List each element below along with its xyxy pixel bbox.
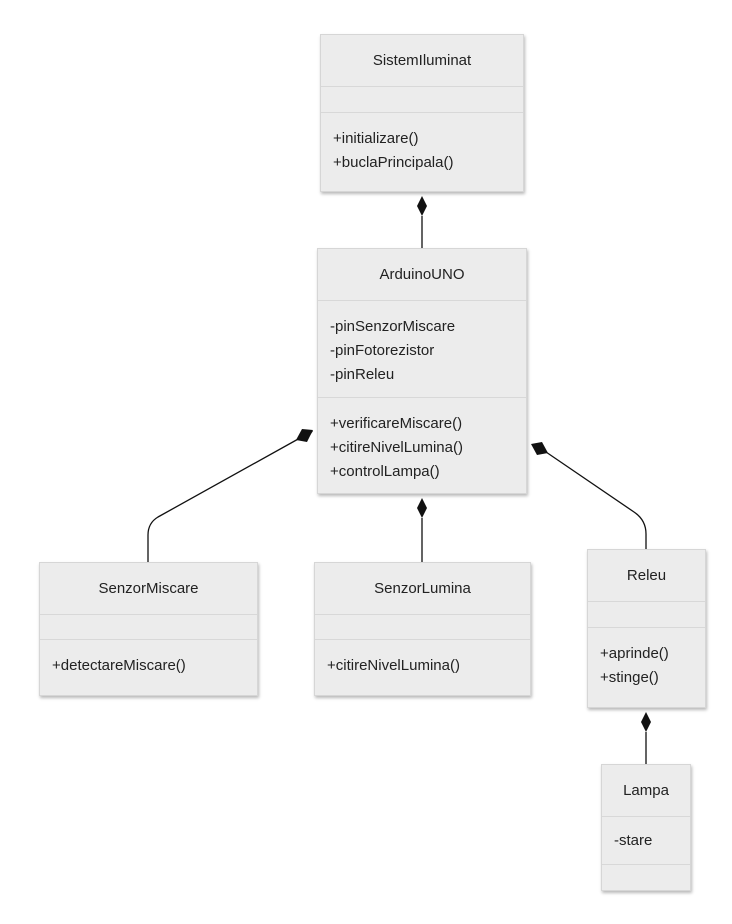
attribute: -stare — [614, 832, 653, 849]
composition-diamond — [531, 442, 548, 455]
class-releu: Releu +aprinde() +stinge() — [587, 549, 706, 708]
attributes-section — [40, 615, 257, 640]
method: +citireNivelLumina() — [327, 657, 460, 674]
methods-section — [602, 865, 690, 890]
method: +aprinde() — [600, 645, 669, 662]
class-senzorlumina: SenzorLumina +citireNivelLumina() — [314, 562, 531, 696]
class-name: SistemIluminat — [321, 35, 523, 87]
method: +citireNivelLumina() — [330, 439, 463, 456]
methods-section: +citireNivelLumina() — [315, 640, 530, 678]
attribute: -pinSenzorMiscare — [330, 318, 456, 335]
class-arduinouno: ArduinoUNO -pinSenzorMiscare -pinFotorez… — [317, 248, 527, 494]
attributes-section — [321, 87, 523, 113]
methods-section: +verificareMiscare() +citireNivelLumina(… — [318, 398, 526, 484]
methods-section: +aprinde() +stinge() — [588, 628, 705, 690]
class-lampa: Lampa -stare — [601, 764, 691, 891]
composition-diamond — [641, 712, 651, 732]
attributes-section — [315, 615, 530, 640]
class-name: SenzorLumina — [315, 563, 530, 615]
class-senzormiscare: SenzorMiscare +detectareMiscare() — [39, 562, 258, 696]
class-name: ArduinoUNO — [318, 249, 526, 301]
composition-diamond — [417, 196, 427, 216]
method: +buclaPrincipala() — [333, 154, 454, 171]
class-name: Lampa — [602, 765, 690, 817]
class-sistemiluminat: SistemIluminat +initializare() +buclaPri… — [320, 34, 524, 192]
composition-diamond — [296, 429, 313, 442]
method: +verificareMiscare() — [330, 415, 463, 432]
attribute: -pinReleu — [330, 366, 395, 383]
methods-section: +initializare() +buclaPrincipala() — [321, 113, 523, 175]
attributes-section: -stare — [602, 817, 690, 865]
attributes-section — [588, 602, 705, 628]
method: +initializare() — [333, 130, 419, 147]
class-name: SenzorMiscare — [40, 563, 257, 615]
attribute: -pinFotorezistor — [330, 342, 435, 359]
attributes-section: -pinSenzorMiscare -pinFotorezistor -pinR… — [318, 301, 526, 398]
composition-edge-arduino-senzormiscare — [147, 437, 301, 562]
class-name: Releu — [588, 550, 705, 602]
methods-section: +detectareMiscare() — [40, 640, 257, 678]
method: +controlLampa() — [330, 463, 440, 480]
composition-diamond — [417, 498, 427, 518]
method: +detectareMiscare() — [52, 657, 186, 674]
composition-edge-arduino-releu — [545, 451, 647, 549]
method: +stinge() — [600, 669, 659, 686]
